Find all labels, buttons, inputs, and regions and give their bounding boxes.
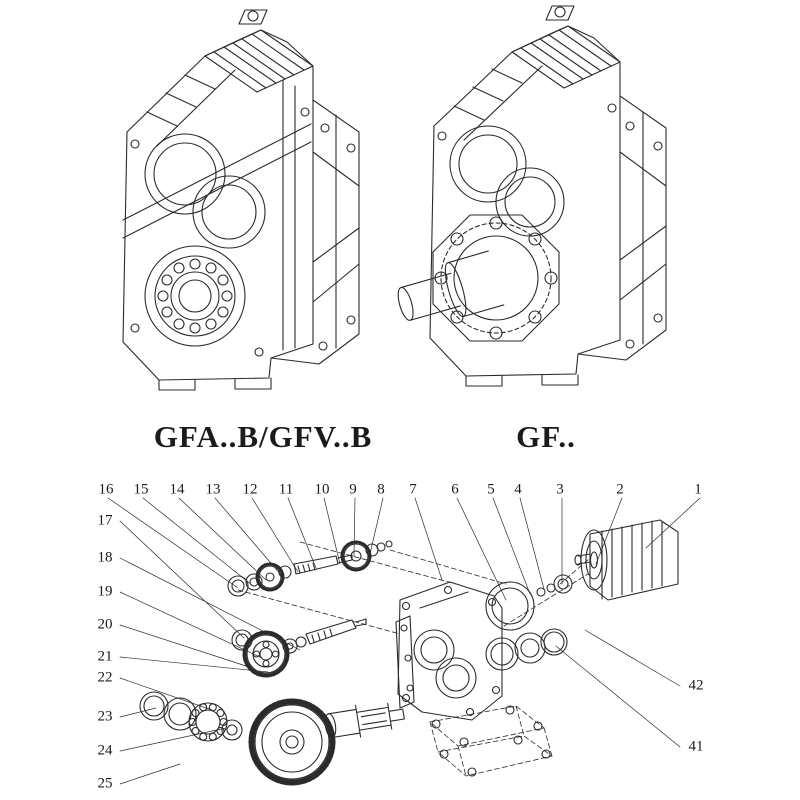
motor-adapter bbox=[575, 520, 678, 600]
exploded-parts-drawing bbox=[0, 458, 800, 800]
callout-42: 42 bbox=[688, 677, 704, 694]
gearbox-isometric-gf bbox=[400, 2, 730, 412]
callout-2: 2 bbox=[616, 481, 624, 498]
input-bores bbox=[450, 126, 564, 236]
input-side-seals bbox=[486, 575, 572, 670]
callout-5: 5 bbox=[487, 481, 495, 498]
gasket-bolt-holes bbox=[432, 706, 550, 776]
callout-13: 13 bbox=[205, 481, 221, 498]
gasket-plates bbox=[430, 706, 552, 776]
callout-20: 20 bbox=[97, 616, 113, 633]
callout-9: 9 bbox=[349, 481, 357, 498]
callout-18: 18 bbox=[97, 549, 113, 566]
cooling-fins bbox=[454, 26, 620, 140]
assembly-axis-lines bbox=[238, 542, 590, 776]
callout-24: 24 bbox=[97, 742, 113, 759]
callout-11: 11 bbox=[278, 481, 294, 498]
eyebolt-icon bbox=[546, 6, 574, 20]
output-flange bbox=[433, 215, 559, 341]
side-panel bbox=[313, 115, 359, 348]
housing-outline bbox=[430, 26, 666, 386]
housing-outline bbox=[123, 30, 359, 390]
callout-6: 6 bbox=[451, 481, 459, 498]
output-shaft bbox=[323, 698, 406, 742]
callout-19: 19 bbox=[97, 583, 113, 600]
callout-4: 4 bbox=[514, 481, 522, 498]
callout-3: 3 bbox=[556, 481, 564, 498]
callout-10: 10 bbox=[314, 481, 330, 498]
output-shaft bbox=[392, 251, 504, 332]
output-stage-parts bbox=[140, 692, 406, 783]
callout-41: 41 bbox=[688, 738, 704, 755]
input-shaft-parts bbox=[228, 541, 392, 596]
gearbox-isometric-gfab bbox=[75, 2, 405, 412]
housing-bolts bbox=[131, 108, 355, 356]
eyebolt-icon bbox=[239, 10, 267, 24]
ball-bearing bbox=[189, 703, 227, 741]
callout-21: 21 bbox=[97, 648, 113, 665]
callout-8: 8 bbox=[377, 481, 385, 498]
callout-14: 14 bbox=[169, 481, 185, 498]
callout-1: 1 bbox=[694, 481, 702, 498]
side-panel bbox=[620, 112, 666, 344]
input-bores bbox=[145, 134, 265, 248]
callout-25: 25 bbox=[97, 775, 113, 792]
output-bearing bbox=[145, 246, 245, 346]
helical-gear bbox=[252, 702, 333, 783]
callout-16: 16 bbox=[98, 481, 114, 498]
callout-22: 22 bbox=[97, 669, 113, 686]
housing-bolts bbox=[438, 104, 662, 348]
intermediate-gear-parts bbox=[232, 619, 366, 676]
gear-housing bbox=[396, 582, 502, 720]
product-label-gfab: GFA..B/GFV..B bbox=[153, 419, 373, 454]
callout-23: 23 bbox=[97, 708, 113, 725]
callout-15: 15 bbox=[133, 481, 149, 498]
callout-17: 17 bbox=[97, 512, 113, 529]
callout-7: 7 bbox=[409, 481, 417, 498]
front-ribs bbox=[123, 80, 311, 350]
product-label-gf: GF.. bbox=[516, 419, 576, 454]
callout-12: 12 bbox=[242, 481, 258, 498]
callout-leader-lines bbox=[108, 498, 700, 784]
cooling-fins bbox=[147, 30, 313, 146]
